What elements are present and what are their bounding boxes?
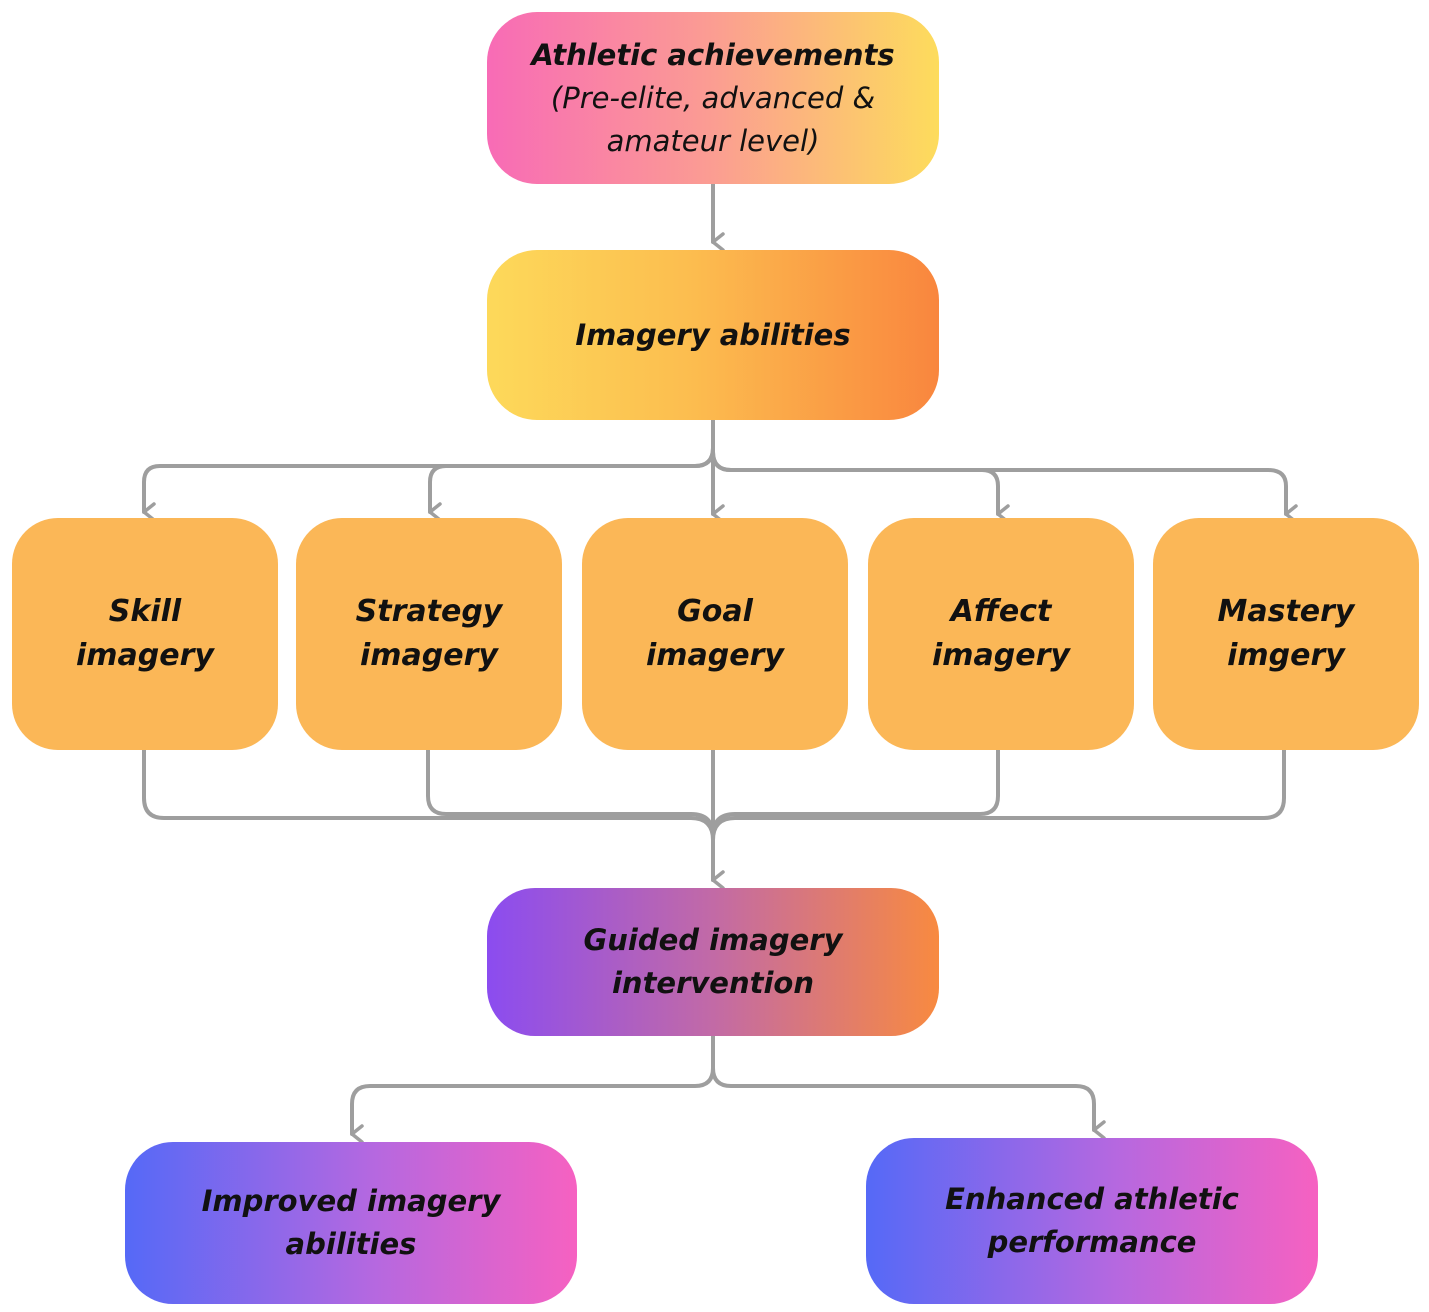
arrow-abilities-to-affect bbox=[711, 418, 1010, 524]
enhanced-performance-line1: Enhanced athletic bbox=[945, 1182, 1239, 1216]
goal-imagery-box: Goal imagery bbox=[582, 518, 848, 750]
goal-imagery-line1: Goal bbox=[677, 594, 753, 629]
arrow-strategy-to-guided bbox=[426, 748, 715, 838]
athletic-achievements-box: Athletic achievements (Pre-elite, advanc… bbox=[487, 12, 939, 184]
arrow-guided-to-improved bbox=[350, 1034, 715, 1144]
improved-abilities-label: Improved imagery abilities bbox=[201, 1184, 501, 1261]
guided-intervention-line1: Guided imagery bbox=[583, 923, 843, 957]
skill-imagery-line2: imagery bbox=[76, 638, 214, 673]
arrow-abilities-to-strategy bbox=[428, 418, 715, 522]
arrow-affect-to-guided bbox=[711, 748, 1000, 838]
athletic-achievements-levels-line2: amateur level) bbox=[606, 123, 820, 158]
arrow-guided-to-enhanced bbox=[711, 1034, 1106, 1140]
arrow-abilities-to-mastery bbox=[711, 418, 1298, 524]
mastery-imagery-line1: Mastery bbox=[1217, 594, 1355, 629]
affect-imagery-line1: Affect bbox=[950, 594, 1052, 629]
enhanced-performance-line2: performance bbox=[987, 1225, 1197, 1259]
strategy-imagery-box: Strategy imagery bbox=[296, 518, 562, 750]
mastery-imagery-line2: imgery bbox=[1227, 638, 1345, 673]
imagery-abilities-box: Imagery abilities bbox=[487, 250, 939, 420]
strategy-imagery-line2: imagery bbox=[360, 638, 498, 673]
athletic-achievements-levels-line1: (Pre-elite, advanced & bbox=[550, 80, 876, 115]
affect-imagery-box: Affect imagery bbox=[868, 518, 1134, 750]
enhanced-athletic-performance-box: Enhanced athletic performance bbox=[866, 1138, 1318, 1304]
guided-intervention-line2: intervention bbox=[611, 966, 814, 1000]
imagery-abilities-label: Imagery abilities bbox=[575, 317, 851, 352]
athletic-achievements-title: Athletic achievements bbox=[531, 37, 895, 72]
improved-imagery-abilities-box: Improved imagery abilities bbox=[125, 1142, 577, 1304]
affect-imagery-line2: imagery bbox=[932, 638, 1070, 673]
strategy-imagery-line1: Strategy bbox=[355, 594, 503, 629]
arrow-mastery-to-guided bbox=[711, 748, 1286, 842]
skill-imagery-line1: Skill bbox=[108, 594, 182, 629]
goal-imagery-line2: imagery bbox=[646, 638, 784, 673]
skill-imagery-box: Skill imagery bbox=[12, 518, 278, 750]
guided-imagery-intervention-box: Guided imagery intervention bbox=[487, 888, 939, 1036]
mastery-imagery-box: Mastery imgery bbox=[1153, 518, 1419, 750]
